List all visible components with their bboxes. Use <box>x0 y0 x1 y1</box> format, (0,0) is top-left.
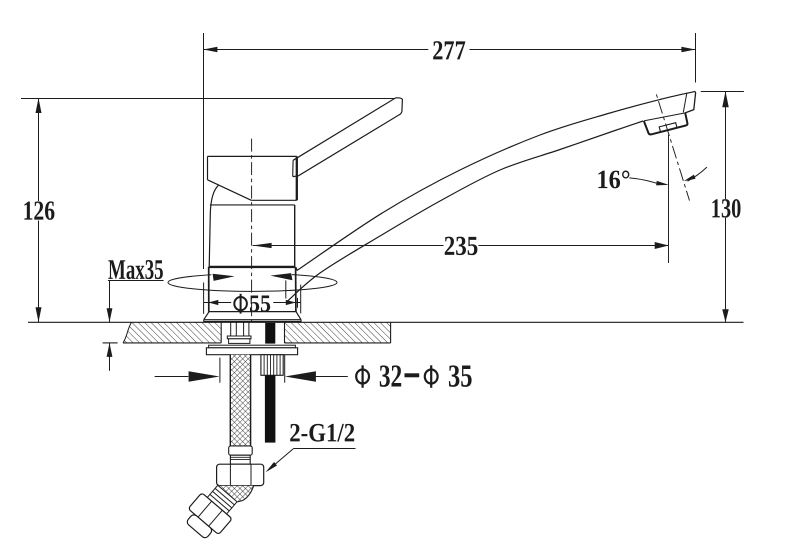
svg-text:2-G1/2: 2-G1/2 <box>289 417 355 447</box>
svg-text:126: 126 <box>23 195 56 226</box>
svg-text:35: 35 <box>448 358 473 394</box>
svg-text:32: 32 <box>379 357 402 393</box>
svg-text:16°: 16° <box>597 164 631 194</box>
svg-text:55: 55 <box>249 291 271 318</box>
svg-text:235: 235 <box>444 230 479 261</box>
svg-text:277: 277 <box>432 34 466 65</box>
svg-text:Max35: Max35 <box>108 255 164 286</box>
svg-text:130: 130 <box>711 192 742 223</box>
